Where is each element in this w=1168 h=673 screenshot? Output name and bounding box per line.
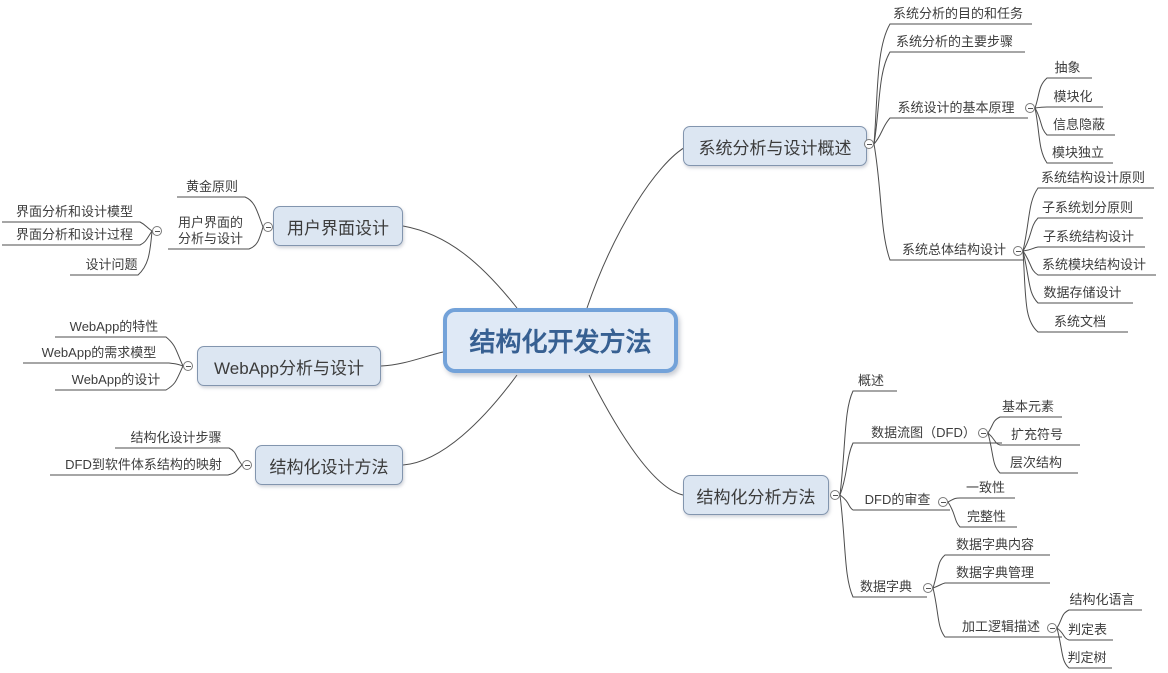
leaf-dictionary-management[interactable]: 数据字典管理 [955,565,1034,580]
leaf-module-structure-design[interactable]: 系统模块结构设计 [1041,257,1146,272]
leaf-dfd-to-architecture-mapping[interactable]: DFD到软件体系结构的映射 [65,457,222,472]
node-process-logic-description[interactable]: 加工逻辑描述 [961,619,1040,634]
leaf-completeness[interactable]: 完整性 [966,509,1006,524]
leaf-modularization[interactable]: 模块化 [1053,89,1093,104]
leaf-hierarchy-structure[interactable]: 层次结构 [1009,455,1062,470]
leaf-extended-symbols[interactable]: 扩充符号 [1010,427,1063,442]
left-branch-curves [2,196,264,476]
branch-webapp-analysis-design[interactable]: WebApp分析与设计 [197,346,381,386]
node-design-basic-principles[interactable]: 系统设计的基本原理 [897,100,1015,115]
branch-ui-design[interactable]: 用户界面设计 [273,206,403,246]
leaf-analysis-purpose-tasks[interactable]: 系统分析的目的和任务 [892,6,1023,21]
node-data-flow-diagram[interactable]: 数据流图（DFD） [871,425,976,440]
center-topic[interactable]: 结构化开发方法 [443,308,678,373]
leaf-decision-table[interactable]: 判定表 [1067,622,1107,637]
leaf-subsystem-division-principles[interactable]: 子系统划分原则 [1041,200,1133,215]
toggle-structured-design[interactable] [242,460,252,470]
node-overall-structure-design[interactable]: 系统总体结构设计 [901,242,1006,257]
center-branch-curves [380,145,688,496]
branch-structured-design-method[interactable]: 结构化设计方法 [255,445,403,485]
leaf-decision-tree[interactable]: 判定树 [1067,650,1107,665]
leaf-interface-analysis-design-process[interactable]: 界面分析和设计过程 [15,227,133,242]
right-branch-curves [839,23,1156,669]
leaf-webapp-requirements-model[interactable]: WebApp的需求模型 [41,345,157,360]
toggle-overall-structure[interactable] [1013,246,1023,256]
branch-analysis-design-overview[interactable]: 系统分析与设计概述 [683,126,867,166]
toggle-data-flow-diagram[interactable] [978,428,988,438]
leaf-data-storage-design[interactable]: 数据存储设计 [1043,285,1122,300]
toggle-analysis-overview[interactable] [864,139,874,149]
node-ui-analysis-design-label: 用户界面的分析与设计 [177,215,243,246]
leaf-structured-design-steps[interactable]: 结构化设计步骤 [130,430,222,445]
node-data-dictionary[interactable]: 数据字典 [859,579,912,594]
leaf-design-issues[interactable]: 设计问题 [85,257,138,272]
leaf-webapp-characteristics[interactable]: WebApp的特性 [69,319,159,334]
toggle-process-logic[interactable] [1047,623,1057,633]
leaf-structured-language[interactable]: 结构化语言 [1069,592,1135,607]
branch-structured-analysis-method[interactable]: 结构化分析方法 [683,475,829,515]
leaf-analysis-main-steps[interactable]: 系统分析的主要步骤 [895,34,1013,49]
leaf-dictionary-content[interactable]: 数据字典内容 [955,537,1034,552]
leaf-structure-design-principles[interactable]: 系统结构设计原则 [1040,170,1145,185]
toggle-ui-design[interactable] [263,222,273,232]
leaf-webapp-design[interactable]: WebApp的设计 [71,372,161,387]
node-dfd-review[interactable]: DFD的审查 [864,492,931,507]
toggle-ui-analysis-design[interactable] [152,226,162,236]
leaf-golden-rules[interactable]: 黄金原则 [185,179,238,194]
node-ui-analysis-design[interactable]: 用户界面的分析与设计 [168,211,253,249]
leaf-overview[interactable]: 概述 [857,373,884,388]
leaf-consistency[interactable]: 一致性 [965,480,1005,495]
toggle-design-principles[interactable] [1025,103,1035,113]
leaf-abstraction[interactable]: 抽象 [1054,60,1081,75]
leaf-subsystem-structure-design[interactable]: 子系统结构设计 [1042,229,1134,244]
toggle-structured-analysis[interactable] [830,490,840,500]
toggle-dfd-review[interactable] [938,497,948,507]
leaf-information-hiding[interactable]: 信息隐蔽 [1052,117,1105,132]
leaf-system-documentation[interactable]: 系统文档 [1053,314,1106,329]
leaf-module-independence[interactable]: 模块独立 [1051,145,1104,160]
toggle-webapp[interactable] [183,361,193,371]
toggle-data-dictionary[interactable] [923,583,933,593]
leaf-interface-analysis-design-model[interactable]: 界面分析和设计模型 [15,204,133,219]
leaf-basic-elements[interactable]: 基本元素 [1001,399,1054,414]
